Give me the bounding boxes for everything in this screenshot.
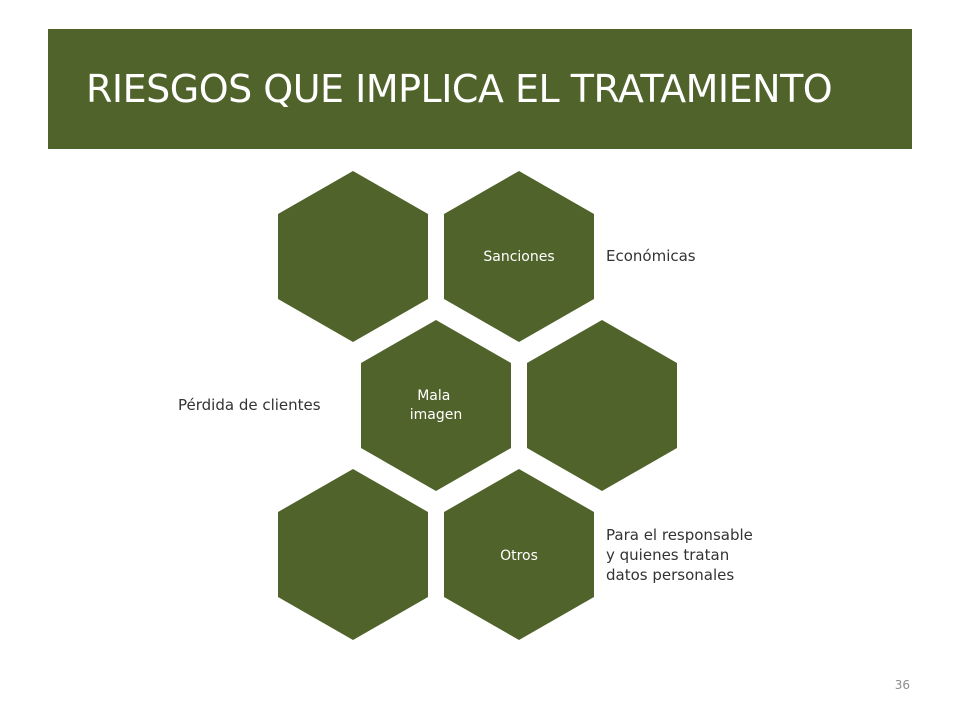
slide-title: RIESGOS QUE IMPLICA EL TRATAMIENTO [86, 67, 833, 111]
hexagon-label-mala-imagen: Mala imagen [410, 388, 462, 423]
hexagon-label-sanciones: Sanciones [483, 249, 554, 265]
hexagon-shape [278, 171, 428, 342]
hexagon-shape [444, 469, 594, 640]
hexagon-blank-middle-right [527, 320, 677, 491]
page-number: 36 [894, 678, 910, 692]
label-para-el-responsable: Para el responsable y quienes tratan dat… [606, 526, 753, 584]
label-perdida-de-clientes: Pérdida de clientes [178, 396, 321, 414]
hexagon-shape [527, 320, 677, 491]
hexagon-shape [361, 320, 511, 491]
hexagon-label-otros: Otros [500, 548, 538, 564]
hexagon-mala-imagen: Mala imagen [361, 320, 511, 491]
hexagon-sanciones: Sanciones [444, 171, 594, 342]
hexagon-label-line-1: Mala [417, 388, 450, 404]
hexagon-shape [278, 469, 428, 640]
title-banner: RIESGOS QUE IMPLICA EL TRATAMIENTO [48, 29, 912, 149]
hexagon-shape [444, 171, 594, 342]
hexagon-otros: Otros [444, 469, 594, 640]
hexagon-label-line-2: imagen [410, 407, 462, 423]
label-economicas: Económicas [606, 247, 696, 265]
hexagon-blank-top-left [278, 171, 428, 342]
hexagon-blank-bottom-left [278, 469, 428, 640]
